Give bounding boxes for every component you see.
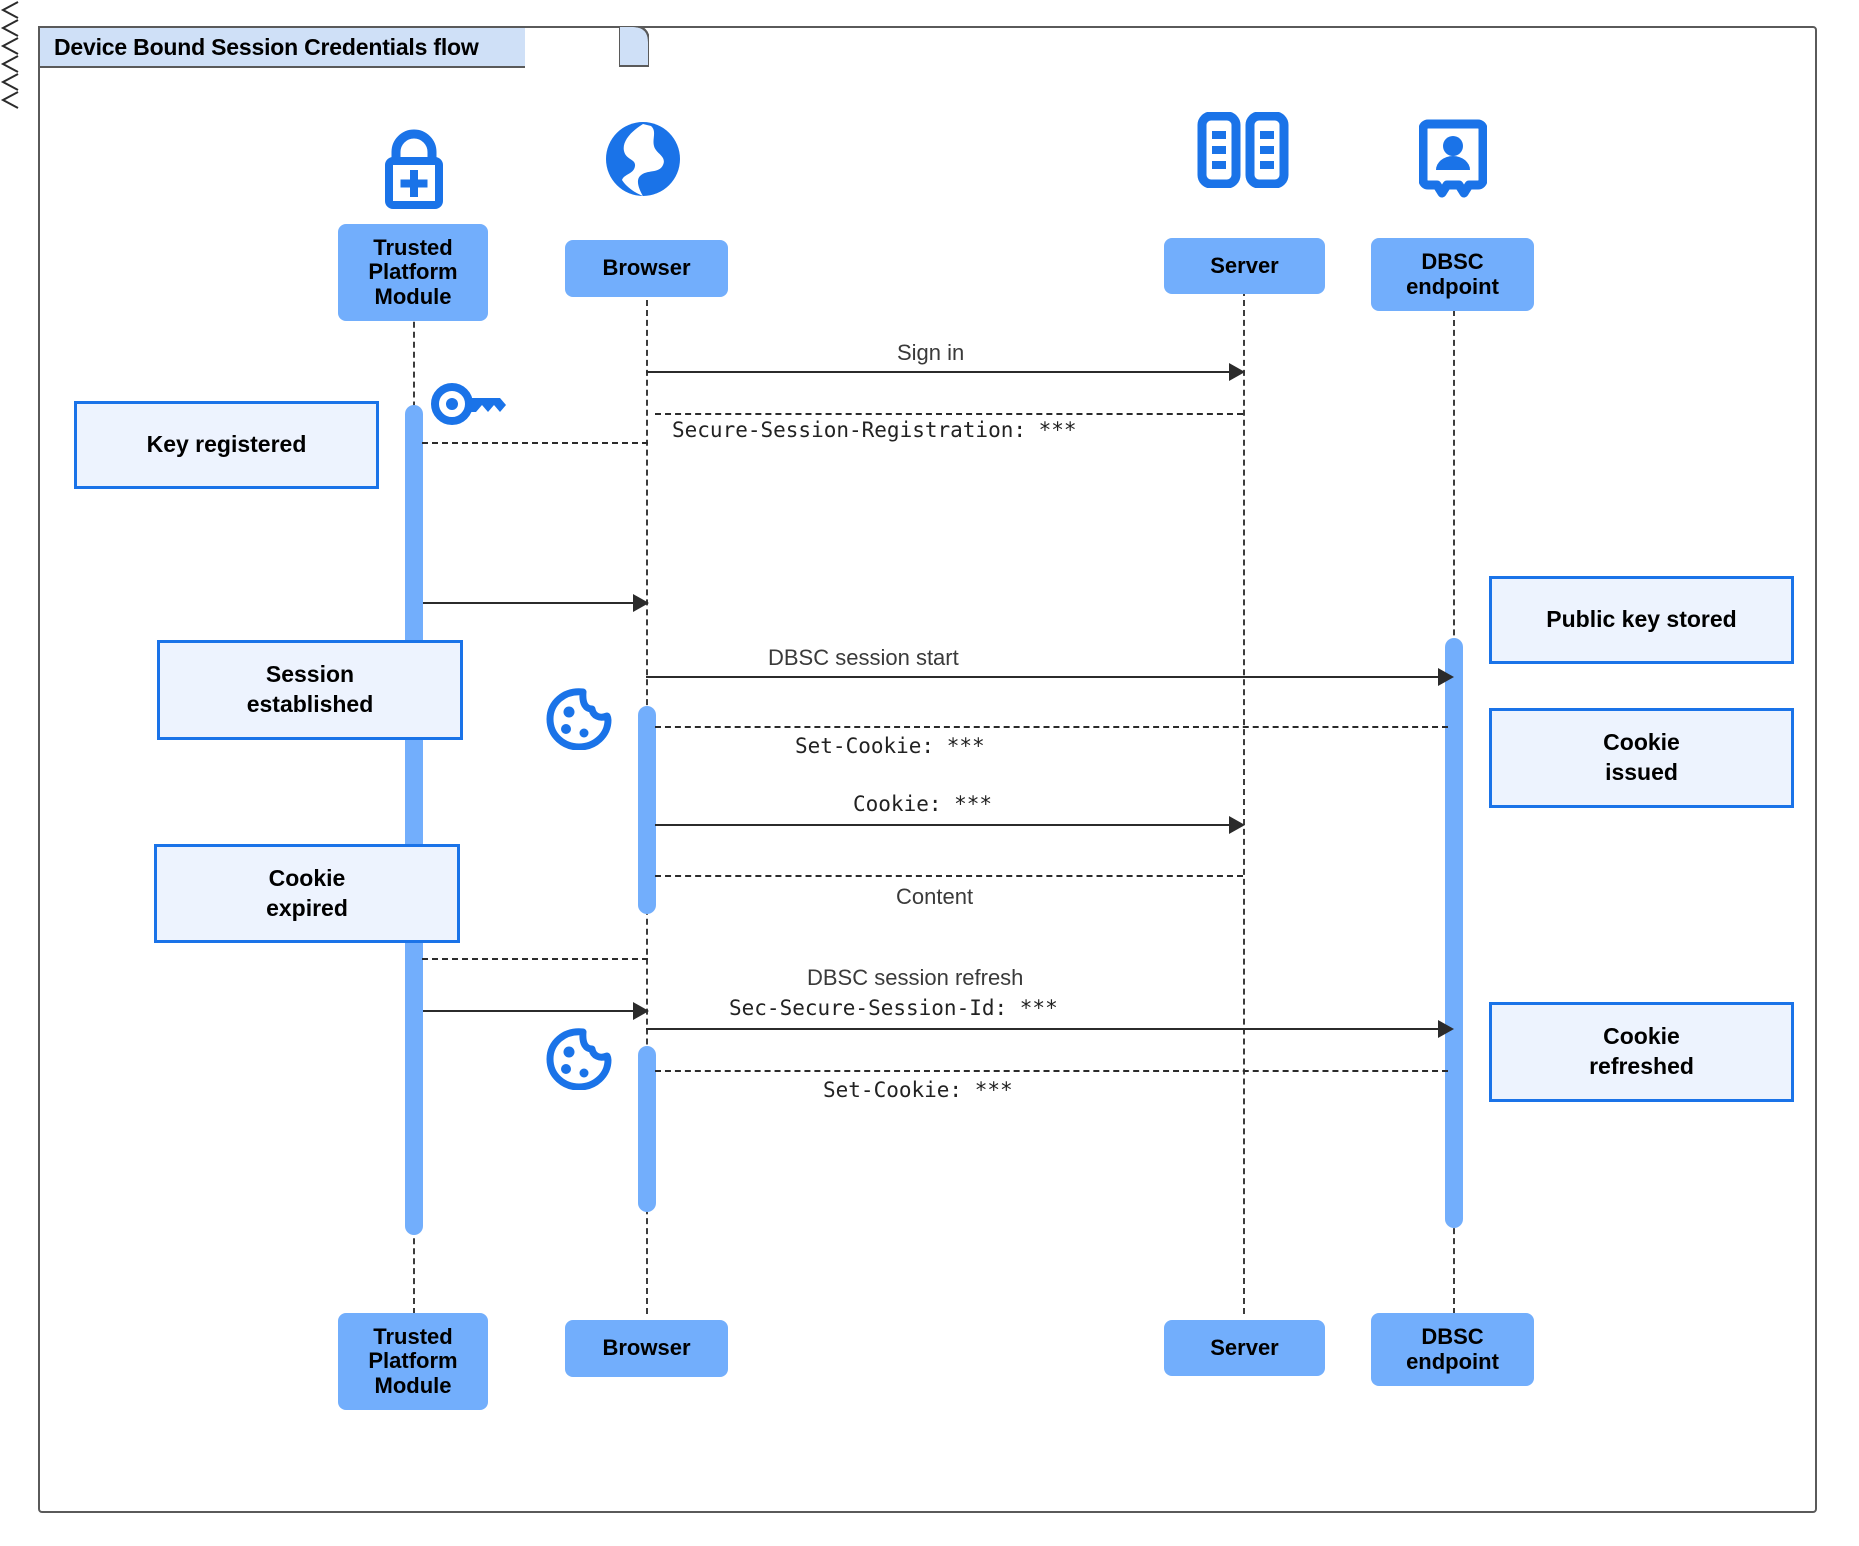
- frame-tab-corner: [619, 26, 649, 68]
- participant-top-browser-label: Browser: [602, 255, 691, 281]
- message-line-cookie: [655, 824, 1233, 826]
- arrow-head-content: [0, 54, 19, 73]
- arrow-head-secure-session-registration: [0, 0, 19, 19]
- frame-title: Device Bound Session Credentials flow: [54, 33, 479, 60]
- frame-title-tab: Device Bound Session Credentials flow: [38, 26, 525, 68]
- participant-top-tpm[interactable]: Trusted Platform Module: [338, 224, 488, 321]
- activation-browser-2: [638, 1046, 656, 1212]
- participant-bottom-dbsc-label: DBSC endpoint: [1406, 1323, 1499, 1374]
- message-label-dbsc-session-refresh: DBSC session refresh: [807, 965, 1024, 990]
- message-line-tpm-to-browser-1: [423, 602, 639, 604]
- participant-bottom-server-label: Server: [1210, 1334, 1279, 1360]
- message-label-sec-secure-session-id: Sec-Secure-Session-Id: ***: [729, 996, 1058, 1020]
- arrow-head-dbsc-session-start: [1438, 668, 1454, 686]
- arrow-head-tpm-to-browser-1: [633, 594, 649, 612]
- arrow-head-dbsc-session-refresh: [0, 72, 19, 91]
- note-session-established: Session established: [157, 640, 463, 740]
- message-line-set-cookie-1: [655, 726, 1448, 728]
- message-label-dbsc-session-start: DBSC session start: [768, 645, 959, 670]
- message-label-secure-session-registration: Secure-Session-Registration: ***: [672, 418, 1077, 442]
- activation-tpm: [405, 405, 423, 1235]
- globe-icon: [602, 118, 684, 200]
- participant-top-browser[interactable]: Browser: [565, 240, 728, 297]
- message-line-sec-secure-session-id: [646, 1028, 1448, 1030]
- note-key-registered-text: Key registered: [146, 431, 307, 458]
- participant-bottom-tpm[interactable]: Trusted Platform Module: [338, 1313, 488, 1410]
- participant-bottom-dbsc[interactable]: DBSC endpoint: [1371, 1313, 1534, 1386]
- cookie-icon-1: [546, 688, 612, 750]
- message-label-cookie: Cookie: ***: [853, 792, 993, 816]
- id-badge-icon: [1419, 118, 1487, 198]
- message-line-dbsc-session-start: [646, 676, 1448, 678]
- participant-top-dbsc[interactable]: DBSC endpoint: [1371, 238, 1534, 311]
- arrow-head-set-cookie-1: [0, 36, 19, 55]
- message-line-tpm-to-browser-2: [423, 1010, 639, 1012]
- server-racks-icon: [1196, 112, 1290, 188]
- message-label-set-cookie-2: Set-Cookie: ***: [823, 1078, 1013, 1102]
- arrow-head-sign-in: [1229, 363, 1245, 381]
- participant-top-server[interactable]: Server: [1164, 238, 1325, 294]
- note-cookie-expired-text: Cookie expired: [266, 864, 348, 921]
- participant-top-server-label: Server: [1210, 252, 1279, 278]
- message-label-content: Content: [896, 884, 974, 909]
- activation-browser-1: [638, 706, 656, 914]
- note-cookie-refreshed: Cookie refreshed: [1489, 1002, 1794, 1102]
- arrow-head-set-cookie-2: [0, 90, 19, 109]
- message-label-sign-in: Sign in: [897, 340, 965, 365]
- arrow-head-sec-secure-session-id: [1438, 1020, 1454, 1038]
- note-cookie-expired: Cookie expired: [154, 844, 460, 943]
- note-public-key-stored-text: Public key stored: [1546, 606, 1737, 633]
- lifeline-server: [1243, 280, 1245, 1314]
- message-line-sign-in: [646, 371, 1233, 373]
- lock-plus-icon: [370, 128, 458, 210]
- message-line-key-registered: [422, 442, 648, 444]
- arrow-head-key-registered: [0, 18, 19, 37]
- note-key-registered: Key registered: [74, 401, 379, 489]
- message-label-set-cookie-1: Set-Cookie: ***: [795, 734, 985, 758]
- cookie-icon-2: [546, 1028, 612, 1090]
- note-cookie-issued-text: Cookie issued: [1603, 729, 1680, 785]
- participant-bottom-browser[interactable]: Browser: [565, 1320, 728, 1377]
- key-icon: [430, 380, 508, 428]
- participant-bottom-server[interactable]: Server: [1164, 1320, 1325, 1376]
- message-line-secure-session-registration: [655, 413, 1243, 415]
- arrow-head-tpm-to-browser-2: [633, 1002, 649, 1020]
- participant-bottom-browser-label: Browser: [602, 1335, 691, 1361]
- message-line-set-cookie-2: [655, 1070, 1448, 1072]
- activation-dbsc: [1445, 638, 1463, 1228]
- message-line-dbsc-session-refresh: [422, 958, 648, 960]
- arrow-head-cookie: [1229, 816, 1245, 834]
- note-cookie-issued: Cookie issued: [1489, 708, 1794, 808]
- note-session-established-text: Session established: [246, 661, 374, 717]
- participant-bottom-tpm-label: Trusted Platform Module: [368, 1323, 458, 1398]
- note-public-key-stored: Public key stored: [1489, 576, 1794, 664]
- note-cookie-refreshed-text: Cookie refreshed: [1589, 1023, 1694, 1079]
- participant-top-tpm-label: Trusted Platform Module: [368, 234, 458, 309]
- participant-top-dbsc-label: DBSC endpoint: [1406, 248, 1499, 299]
- message-line-content: [655, 875, 1243, 877]
